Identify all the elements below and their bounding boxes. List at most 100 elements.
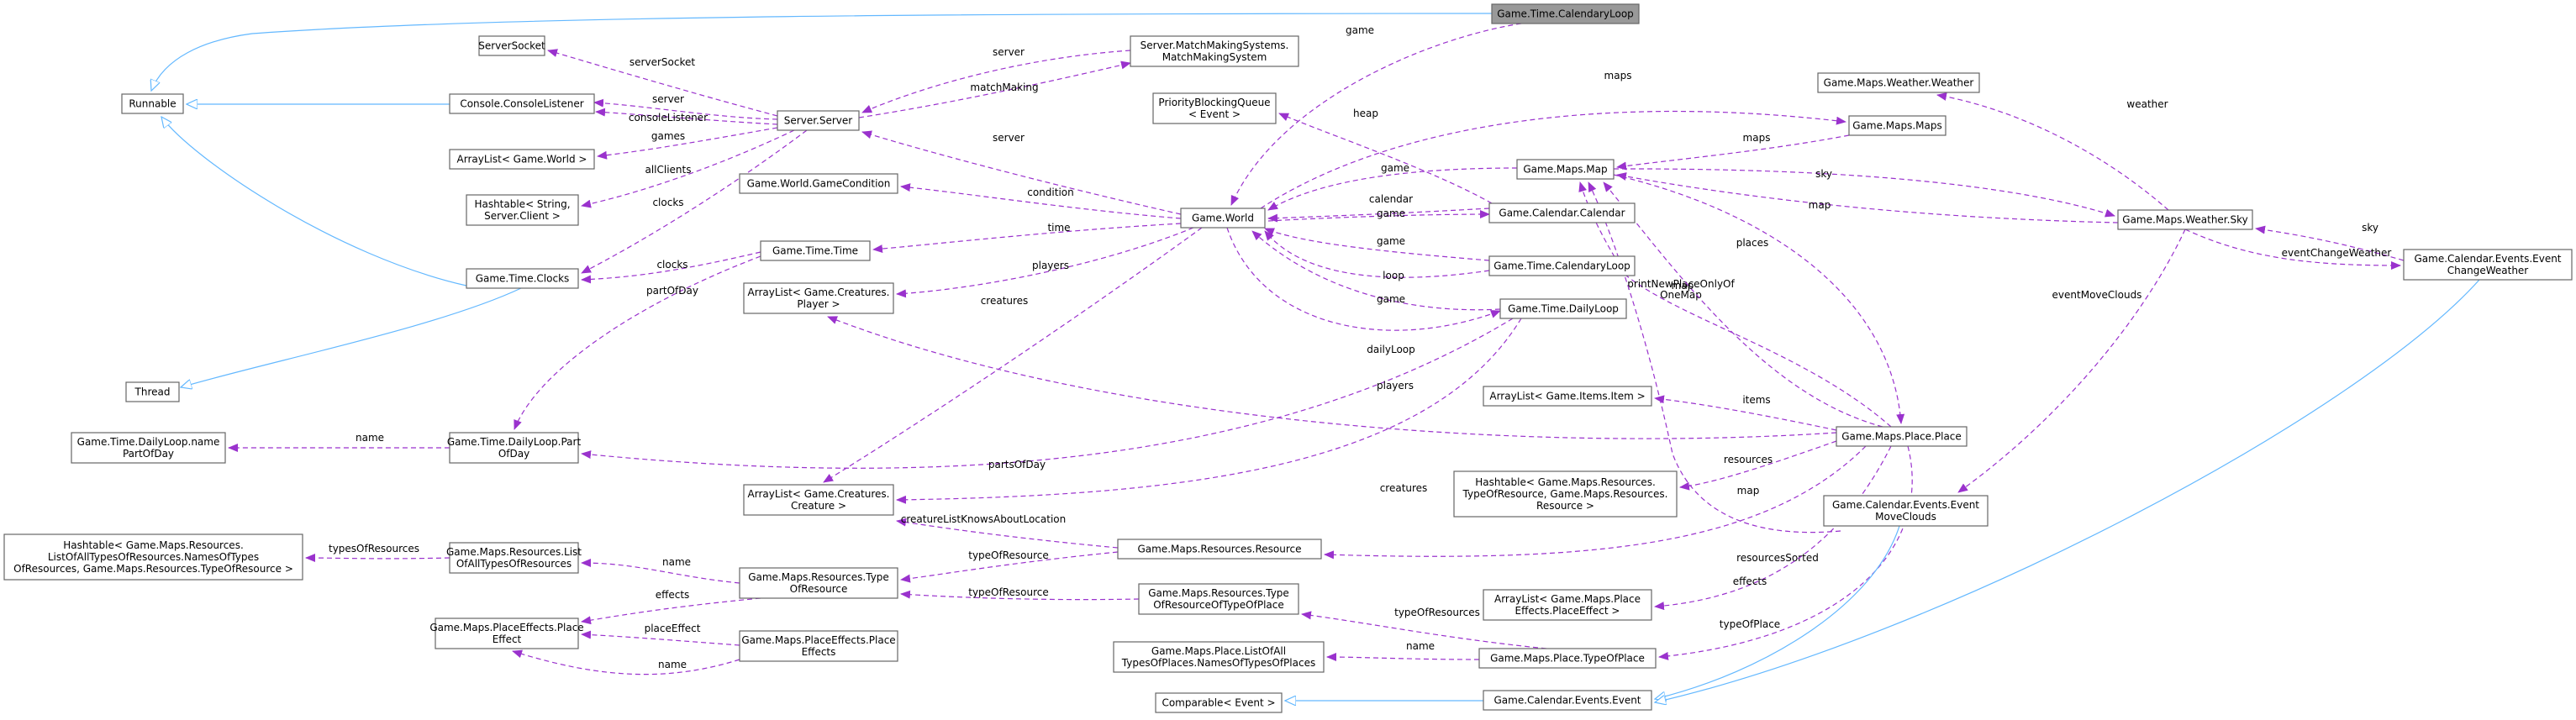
class-name-line: ArrayList< Game.Items.Item > [1489, 391, 1645, 402]
edge-server-con: server [593, 93, 778, 120]
edge-typeofresource-res: typeOfResource [900, 549, 1119, 583]
class-name-line: Game.Time.Time [772, 245, 858, 257]
class-name-line: Game.Maps.Weather.Sky [2122, 214, 2247, 226]
class-name-line: OfResourceOfTypeOfPlace [1153, 599, 1284, 611]
class-node-event[interactable]: Game.Calendar.Events.Event [1483, 690, 1652, 711]
class-node-sky[interactable]: Game.Maps.Weather.Sky [2117, 209, 2253, 230]
class-box [449, 542, 579, 574]
class-node-map[interactable]: Game.Maps.Map [1516, 159, 1615, 180]
class-node-priorityqueue[interactable]: PriorityBlockingQueue< Event > [1152, 92, 1277, 124]
class-node-server[interactable]: Server.Server [777, 110, 860, 131]
edge-line [512, 649, 740, 675]
class-node-matchmaking[interactable]: Server.MatchMakingSystems.MatchMakingSys… [1130, 35, 1299, 67]
class-node-hashtable-resources[interactable]: Hashtable< Game.Maps.Resources.TypeOfRes… [1453, 470, 1678, 518]
class-box [449, 149, 595, 170]
class-node-arraylist-world[interactable]: ArrayList< Game.World > [449, 149, 595, 170]
edge-line [581, 251, 761, 284]
class-box [1117, 539, 1322, 560]
class-box [435, 618, 579, 649]
edge-line [1230, 23, 1522, 206]
class-node-runnable[interactable]: Runnable [121, 93, 184, 114]
edge-label: map [1737, 485, 1760, 497]
class-name-line: TypesOfPlaces.NamesOfTypesOfPlaces [1121, 657, 1315, 669]
edge-allclients: allClients [581, 129, 795, 208]
class-node-place[interactable]: Game.Maps.Place.Place [1836, 426, 1968, 447]
class-name-line: Thread [134, 386, 171, 398]
class-box [1817, 72, 1980, 93]
class-name-line: Creature > [791, 500, 846, 512]
class-node-arraylist-creature[interactable]: ArrayList< Game.Creatures.Creature > [743, 484, 894, 516]
edge-line [861, 130, 1182, 215]
edge-line [1260, 110, 1846, 209]
class-node-typeofresource[interactable]: Game.Maps.Resources.TypeOfResource [739, 567, 898, 599]
class-name-line: Game.Maps.Map [1523, 164, 1607, 176]
class-node-calendaryloop[interactable]: Game.Time.CalendaryLoop [1488, 255, 1636, 276]
class-name-line: Game.Time.DailyLoop.name [77, 436, 220, 448]
class-box [1516, 159, 1615, 180]
class-node-arraylist-item[interactable]: ArrayList< Game.Items.Item > [1483, 386, 1652, 407]
class-node-partofday[interactable]: Game.Time.DailyLoop.PartOfDay [447, 432, 582, 464]
class-node-maps[interactable]: Game.Maps.Maps [1848, 115, 1946, 136]
edge-line [547, 49, 778, 117]
class-name-line: Game.Maps.Place.Place [1841, 431, 1962, 443]
class-box [478, 35, 545, 56]
class-node-placeeffect[interactable]: Game.Maps.PlaceEffects.PlaceEffect [429, 618, 584, 649]
edge-places: places [1613, 174, 1905, 424]
class-name-line: Game.Time.CalendaryLoop [1497, 8, 1634, 20]
class-name-line: Console.ConsoleListener [460, 98, 583, 110]
edge-creatures-place: creatures [896, 318, 1522, 504]
edge-label: loop [1383, 270, 1404, 281]
class-box [1180, 208, 1266, 229]
class-node-listofalltypesofplaces[interactable]: Game.Maps.Place.ListOfAllTypesOfPlaces.N… [1113, 641, 1325, 673]
class-node-typeofplace[interactable]: Game.Maps.Place.TypeOfPlace [1478, 648, 1657, 669]
edge-name-list: name [581, 556, 740, 584]
class-node-arraylist-player[interactable]: ArrayList< Game.Creatures.Player > [743, 282, 894, 314]
edge-label: creatureListKnowsAboutLocation [901, 513, 1066, 525]
class-node-thread[interactable]: Thread [125, 381, 180, 402]
class-node-weather[interactable]: Game.Maps.Weather.Weather [1817, 72, 1980, 93]
class-node-dailyloop[interactable]: Game.Time.DailyLoop [1499, 298, 1627, 319]
edge-line [581, 630, 740, 646]
edge-line [151, 13, 1493, 91]
edge-label: players [1032, 260, 1069, 271]
class-node-hashtable-lists[interactable]: Hashtable< Game.Maps.Resources.ListOfAll… [3, 533, 303, 581]
class-node-calendar[interactable]: Game.Calendar.Calendar [1488, 202, 1636, 223]
class-box [1483, 690, 1652, 711]
class-name-line: Server.MatchMakingSystems. [1140, 39, 1289, 51]
edge-line [823, 227, 1203, 483]
edge-label: dailyLoop [1367, 344, 1415, 355]
class-box [3, 533, 303, 581]
class-node-calendaryloop-focus[interactable]: Game.Time.CalendaryLoop [1491, 3, 1640, 24]
edge-line [581, 318, 1514, 469]
edge-effects-place: effects [1654, 445, 1892, 611]
class-node-consolelistener[interactable]: Console.ConsoleListener [449, 93, 595, 114]
class-node-resource[interactable]: Game.Maps.Resources.Resource [1117, 539, 1322, 560]
class-node-gamecondition[interactable]: Game.World.GameCondition [739, 173, 898, 194]
class-name-line: Game.World.GameCondition [747, 178, 891, 190]
class-node-world[interactable]: Game.World [1180, 208, 1266, 229]
edge-items: items [1654, 394, 1837, 431]
class-node-placeeffects[interactable]: Game.Maps.PlaceEffects.PlaceEffects [739, 630, 898, 662]
class-box [1836, 426, 1968, 447]
edge-label: typeOfResource [968, 549, 1049, 561]
class-node-clocks[interactable]: Game.Time.Clocks [466, 268, 579, 289]
edge-label: maps [1604, 70, 1632, 81]
class-box [1823, 495, 1989, 527]
class-box [1152, 92, 1277, 124]
class-name-line: Hashtable< String, [474, 198, 570, 210]
class-node-arraylist-placeeffect[interactable]: ArrayList< Game.Maps.PlaceEffects.PlaceE… [1483, 589, 1652, 621]
class-node-comparable[interactable]: Comparable< Event > [1155, 692, 1283, 713]
class-name-line: ArrayList< Game.World > [457, 154, 587, 166]
class-node-hashtable-clients[interactable]: Hashtable< String,Server.Client > [466, 194, 579, 226]
class-node-typeofresourceoftypeofplace[interactable]: Game.Maps.Resources.TypeOfResourceOfType… [1138, 583, 1299, 615]
class-node-serversocket[interactable]: ServerSocket [478, 35, 545, 56]
class-box [2117, 209, 2253, 230]
edge-partsofday: partsOfDay [581, 318, 1514, 470]
class-node-listofalltypes[interactable]: Game.Maps.Resources.ListOfAllTypesOfReso… [446, 542, 582, 574]
class-box [1488, 202, 1636, 223]
class-box [466, 268, 579, 289]
class-node-time[interactable]: Game.Time.Time [760, 240, 871, 261]
